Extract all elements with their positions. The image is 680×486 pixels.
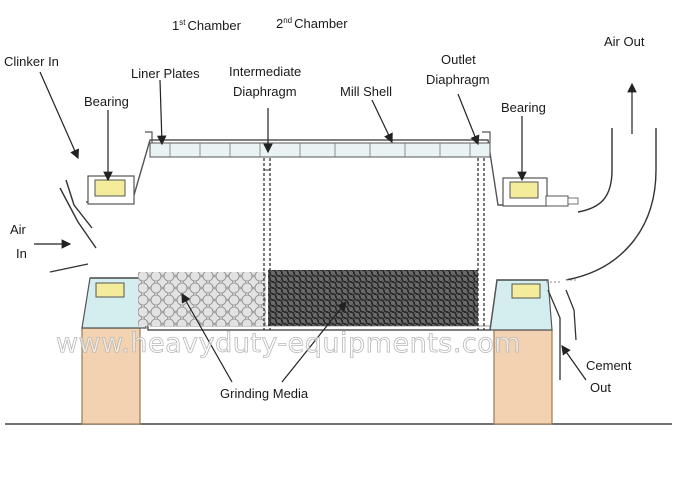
label-grinding-media: Grinding Media [220,386,309,401]
coarse-grinding-media [138,272,266,326]
clinker-inlet-chute [65,179,93,229]
label-outlet: Outlet [441,52,476,67]
arrow-media-fine [281,301,347,383]
left-lower-bearing [95,282,125,298]
arrow-outlet [457,93,480,146]
cement-outlet-chute [547,289,561,380]
right-lower-bearing [511,283,541,299]
left-flange [145,131,153,143]
mill-shell-bottom [90,277,548,331]
liner-plate-joints [169,143,471,157]
right-upper-bearing [509,181,539,199]
fine-grinding-media [268,270,478,326]
label-diaphragm-1: Diaphragm [233,84,297,99]
air-out-duct-outer [565,128,657,281]
right-flange [482,131,491,143]
air-out-duct-inner [577,128,613,213]
label-in: In [16,246,27,261]
label-cement: Cement [586,358,632,373]
arrow-media-coarse [181,292,233,383]
liner-plates-top [149,142,491,158]
label-air: Air [10,222,27,237]
label-intermediate: Intermediate [229,64,301,79]
label-bearing-right: Bearing [501,100,546,115]
label-diaphragm-2: Diaphragm [426,72,490,87]
arrow-cement [561,345,587,381]
label-liner-plates: Liner Plates [131,66,200,81]
label-air-out: Air Out [604,34,645,49]
right-seal [545,195,569,207]
label-mill-shell: Mill Shell [340,84,392,99]
left-pedestal [81,327,141,425]
label-bearing-left: Bearing [84,94,129,109]
arrow-clinker-in [39,71,79,160]
left-upper-bearing [94,179,126,197]
watermark: www.heavyduty-equipments.com [56,328,521,359]
arrow-mill-shell [371,99,393,144]
label-out: Out [590,380,611,395]
arrow-liner-plates [156,79,167,146]
right-pedestal [493,329,553,425]
label-clinker-in: Clinker In [4,54,59,69]
